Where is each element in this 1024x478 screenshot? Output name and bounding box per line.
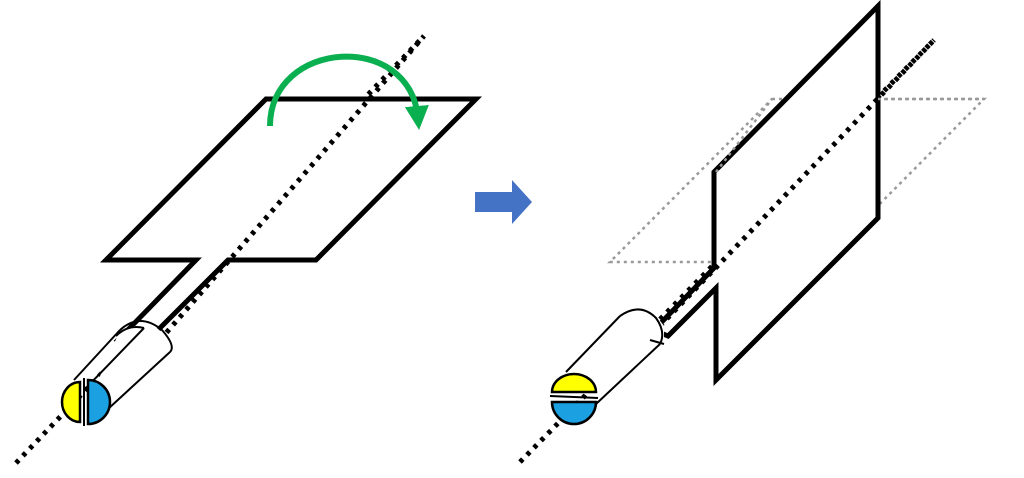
rotation-axis-over-vertical <box>658 38 936 328</box>
north-pole-after <box>550 372 598 394</box>
cylinder-handle-after <box>565 308 665 405</box>
plate-horizontal <box>99 96 483 351</box>
rotation-axis-over-plate <box>158 34 426 342</box>
south-pole-after <box>550 400 598 426</box>
right-arrow-icon <box>475 180 532 224</box>
panel-before <box>14 34 483 465</box>
south-pole-before <box>86 378 112 426</box>
plate-vertical <box>649 0 881 387</box>
north-pole-before <box>60 380 82 424</box>
panel-after <box>518 0 988 464</box>
curved-rotation-arrow-icon <box>267 53 429 130</box>
